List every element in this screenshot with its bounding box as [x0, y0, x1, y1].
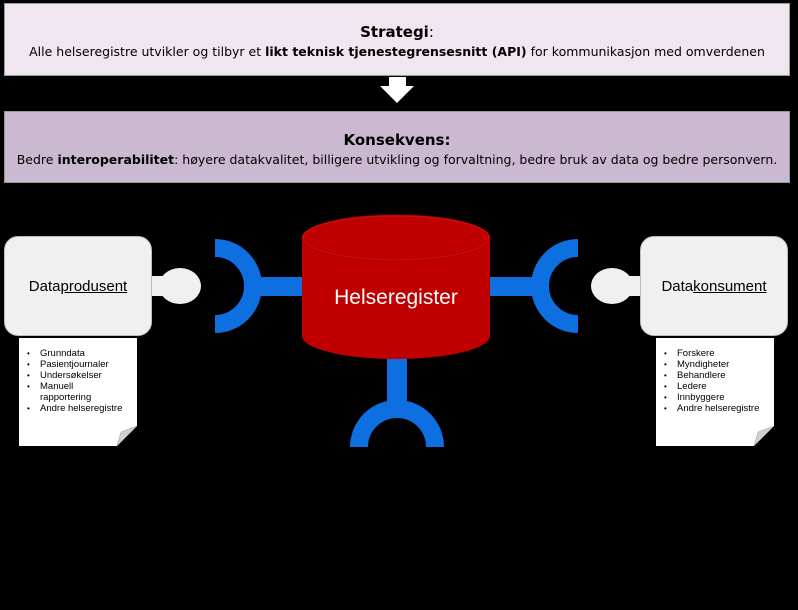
strategy-banner: Strategi: Alle helseregistre utvikler og… — [4, 3, 790, 76]
consumer-note: Forskere Myndigheter Behandlere Ledere I… — [656, 338, 774, 446]
cylinder-icon — [301, 214, 491, 359]
folded-note-icon — [754, 426, 774, 446]
list-item: Grunndata — [27, 348, 133, 359]
registry-label: Helseregister — [334, 286, 458, 309]
consumer-list: Forskere Myndigheter Behandlere Ledere I… — [662, 348, 770, 414]
list-item: Ledere — [664, 381, 770, 392]
list-item: Undersøkelser — [27, 370, 133, 381]
socket-icon — [350, 400, 444, 448]
producer-note: Grunndata Pasientjournaler Undersøkelser… — [19, 338, 137, 446]
list-item: Pasientjournaler — [27, 359, 133, 370]
list-item: Behandlere — [664, 370, 770, 381]
socket-icon — [531, 239, 579, 333]
arrow-down-icon — [380, 77, 414, 103]
consequence-title: Konsekvens: — [343, 131, 451, 149]
socket-stem — [490, 277, 535, 296]
list-item: Forskere — [664, 348, 770, 359]
consequence-banner: Konsekvens: Bedre interoperabilitet: høy… — [4, 111, 790, 183]
plug-icon — [150, 268, 201, 304]
plug-icon — [591, 268, 642, 304]
folded-note-icon — [117, 426, 137, 446]
strategy-text: Alle helseregistre utvikler og tilbyr et… — [29, 44, 765, 59]
list-item: Innbyggere — [664, 392, 770, 403]
socket-icon — [214, 239, 262, 333]
strategy-title: Strategi: — [360, 23, 434, 41]
list-item: Andre helseregistre — [664, 403, 770, 414]
consequence-text: Bedre interoperabilitet: høyere datakval… — [16, 152, 778, 167]
list-item: Myndigheter — [664, 359, 770, 370]
producer-list: Grunndata Pasientjournaler Undersøkelser… — [25, 348, 133, 414]
socket-stem — [387, 358, 407, 406]
list-item: Manuell rapportering — [27, 381, 100, 403]
socket-stem — [257, 277, 302, 296]
list-item: Andre helseregistre — [27, 403, 133, 414]
